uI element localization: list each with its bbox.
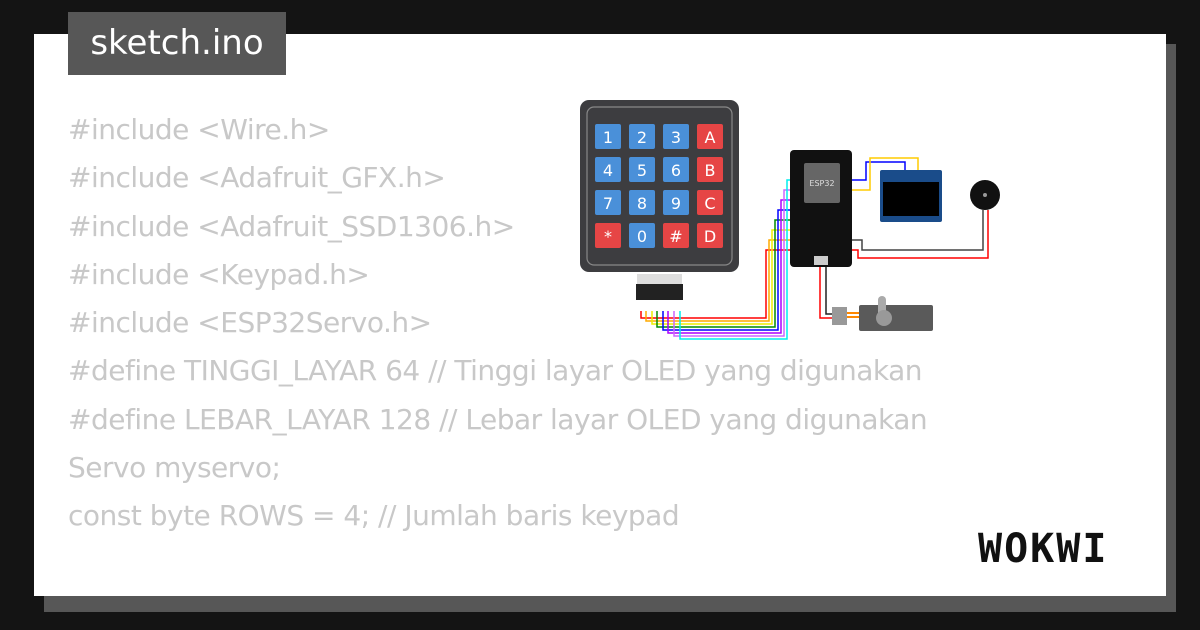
keypad-key[interactable]: [663, 190, 689, 215]
keypad-key[interactable]: [663, 223, 689, 248]
code-line: #include <Adafruit_SSD1306.h>: [68, 209, 515, 243]
keypad-key[interactable]: [663, 124, 689, 149]
code-line: #include <ESP32Servo.h>: [68, 306, 432, 340]
wires: [640, 157, 989, 340]
file-tab-title: sketch.ino: [68, 12, 286, 75]
buzzer: [970, 180, 1000, 210]
keypad-key[interactable]: [595, 190, 621, 215]
keypad-key-label: 2: [637, 128, 647, 147]
keypad-key-label: 4: [603, 161, 613, 180]
keypad-key[interactable]: [629, 223, 655, 248]
keypad-key-label: 6: [671, 161, 681, 180]
code-line: #include <Wire.h>: [68, 113, 330, 146]
keypad-key-label: 9: [671, 194, 681, 213]
code-line: #include <Adafruit_GFX.h>: [68, 161, 446, 195]
keypad-key-label: A: [705, 128, 716, 147]
keypad-key-label: 8: [637, 194, 647, 213]
code-line: #define LEBAR_LAYAR 128 // Lebar layar O…: [68, 402, 928, 436]
keypad-key-label: 1: [603, 128, 613, 147]
keypad-key[interactable]: [629, 157, 655, 182]
keypad-key[interactable]: [697, 190, 723, 215]
keypad-key-label: 3: [671, 128, 681, 147]
code-line: #include <Keypad.h>: [68, 257, 370, 291]
keypad-key[interactable]: [697, 157, 723, 182]
code-line: Servo myservo;: [68, 451, 281, 485]
keypad-key-label: B: [705, 161, 716, 180]
keypad-key-label: C: [704, 194, 715, 213]
keypad-key[interactable]: [697, 223, 723, 248]
keypad-4x4: 1 2 3 A 4 5 6 B 7 8 9 C * 0 # D: [580, 100, 739, 300]
keypad-key[interactable]: [663, 157, 689, 182]
keypad-key[interactable]: [629, 124, 655, 149]
keypad-key-label: #: [669, 227, 682, 246]
keypad-key-label: 0: [637, 227, 647, 246]
keypad-key-label: 5: [637, 161, 647, 180]
esp32-board: ESP32: [790, 150, 852, 267]
servo-motor: [832, 296, 933, 331]
keypad-key-label: *: [604, 227, 612, 246]
keypad-key[interactable]: [697, 124, 723, 149]
code-block: #include <Wire.h> #include <Adafruit_GFX.…: [68, 106, 928, 541]
keypad-key-label: 7: [603, 194, 613, 213]
keypad-key[interactable]: [595, 157, 621, 182]
keypad-key[interactable]: [629, 190, 655, 215]
keypad-key[interactable]: [595, 124, 621, 149]
oled-display: [880, 170, 942, 222]
keypad-key-label: D: [704, 227, 716, 246]
keypad-key[interactable]: [595, 223, 621, 248]
wokwi-logo: WOKWI: [978, 526, 1109, 572]
esp32-label: ESP32: [809, 179, 834, 188]
code-line: const byte ROWS = 4; // Jumlah baris key…: [68, 499, 680, 533]
code-line: #define TINGGI_LAYAR 64 // Tinggi layar …: [68, 354, 923, 388]
